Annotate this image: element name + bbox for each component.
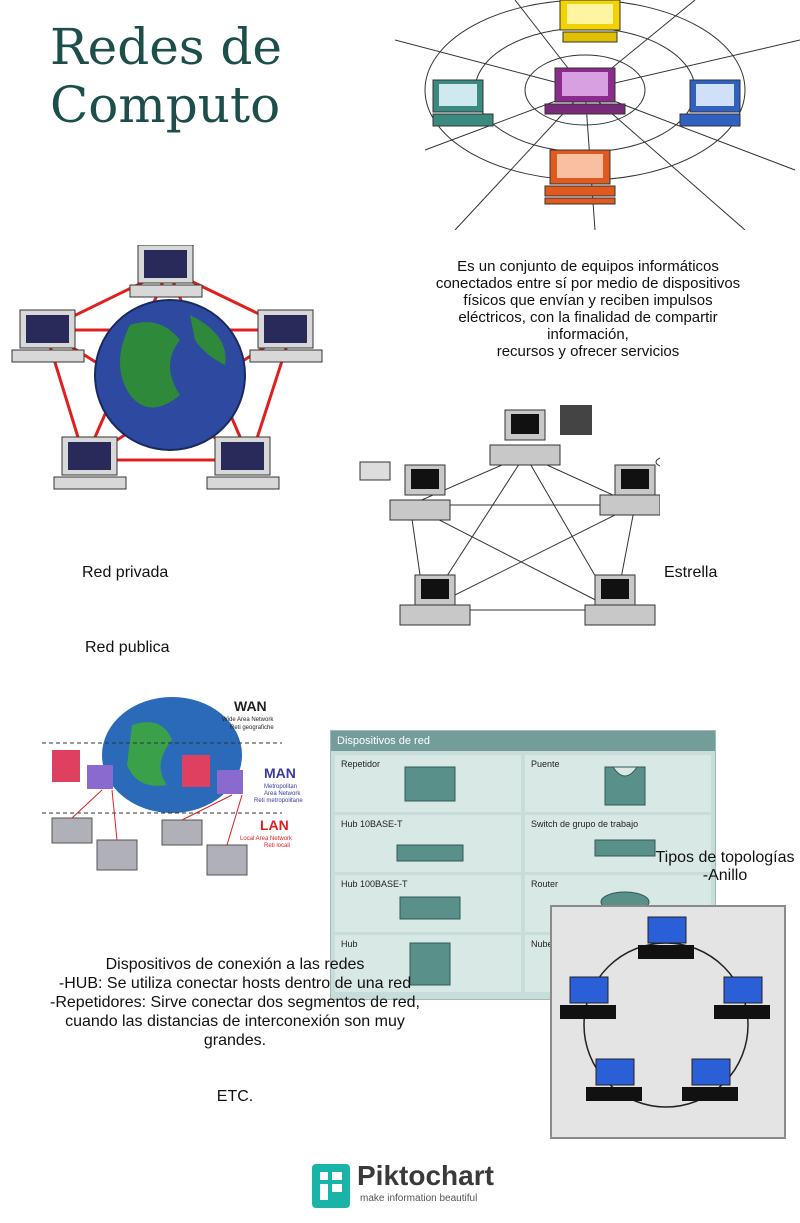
label-public-network: Red publica [85,639,170,656]
switch-icon [594,839,656,857]
piktochart-logo-icon [312,1164,350,1208]
label-private-network: Red privada [82,564,169,581]
devices-repeaters: -Repetidores: Sirve conectar dos segment… [50,994,420,1049]
device-cell-hub: Hub [335,935,521,992]
hub-icon [396,844,464,862]
svg-text:Wide Area Network: Wide Area Network [222,717,274,723]
page-title: Redes de Computo [50,18,350,134]
computer-icon-blue [679,79,741,127]
disk-drive-icon [560,405,592,435]
wan-label: WAN [234,698,267,714]
devices-title: Dispositivos de conexión a las redes [105,956,365,973]
svg-text:Local Area Network: Local Area Network [240,836,293,842]
svg-text:Reti geografiche: Reti geografiche [230,725,274,731]
computer-icon [399,604,471,626]
piktochart-logo-text: Piktochart [357,1160,494,1191]
piktochart-tagline: make information beautiful [360,1193,478,1204]
devices-hub: -HUB: Se utiliza conectar hosts dentro d… [58,975,412,992]
svg-text:Reti locali: Reti locali [264,843,290,849]
computer-icon-yellow [559,0,621,43]
topology-types: Tipos de topologías -Anillo [630,849,800,885]
computer-icon [595,1058,635,1086]
ring-topology-illustration [550,905,786,1139]
label-star: Estrella [664,564,718,581]
svg-text:Metropolitan: Metropolitan [264,784,297,790]
computer-icon [647,916,687,944]
computer-icon [723,976,763,1004]
title-line-1: Redes de [50,18,282,76]
svg-text:Area Network: Area Network [264,791,301,797]
computer-icon [599,494,660,516]
panel-header: Dispositivos de red [331,731,715,751]
device-cell-switch: Switch de grupo de trabajo [525,815,711,872]
repeater-icon [404,766,456,802]
computer-icon-teal [432,79,494,127]
device-cell-bridge: Puente [525,755,711,812]
computer-icon-purple [544,67,626,115]
svg-text:Reti metropolitane: Reti metropolitane [254,798,303,804]
hub-icon [409,942,451,986]
device-cell-hub100: Hub 100BASE-T [335,875,521,932]
hub-icon [399,896,461,920]
title-line-2: Computo [50,76,281,134]
devices-etc: ETC. [216,1088,254,1105]
computer-icon [489,444,561,466]
topology-ring: -Anillo [702,867,748,884]
computer-icon [389,499,451,521]
device-cell-hub10: Hub 10BASE-T [335,815,521,872]
printer-icon [359,461,391,481]
man-label: MAN [264,765,296,781]
computer-icon [569,976,609,1004]
computer-icon [584,604,656,626]
lan-label: LAN [260,817,289,833]
web-network-illustration [395,0,800,230]
wan-man-lan-illustration: WAN Wide Area Network Reti geografiche M… [42,697,303,876]
topology-title: Tipos de topologías [655,849,795,866]
star-topology-illustration [359,405,660,626]
globe-network-illustration [11,245,323,490]
device-cell-repeater: Repetidor [335,755,521,812]
network-definition: Es un conjunto de equipos informáticos c… [435,258,741,360]
computer-icon-orange [544,149,616,205]
devices-explanation: Dispositivos de conexión a las redes -HU… [40,955,430,1050]
computer-icon [691,1058,731,1086]
bridge-icon [604,766,646,806]
